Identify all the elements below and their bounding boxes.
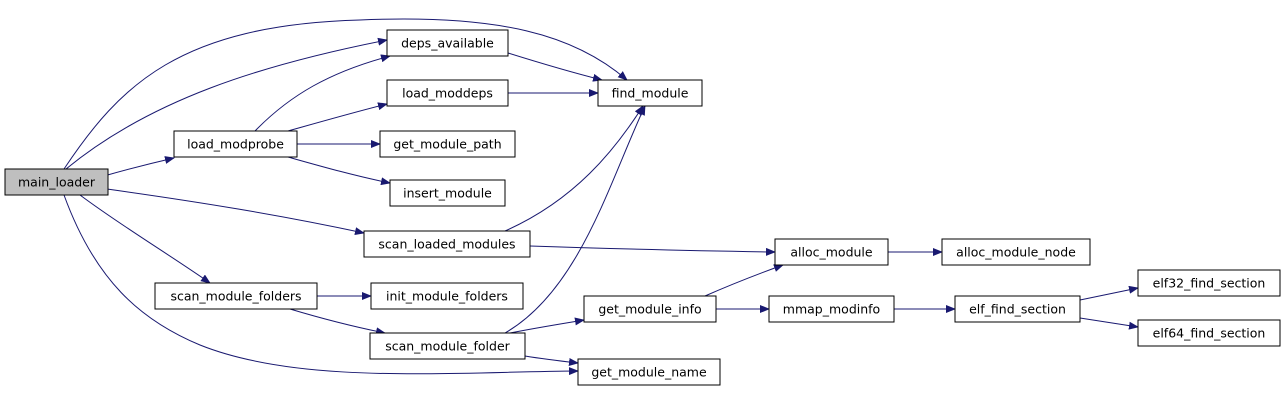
edge-load_modprobe-to-load_moddeps [287, 102, 388, 132]
node-label: find_module [612, 86, 689, 101]
node-label: get_module_name [591, 365, 707, 380]
node-box [577, 358, 721, 386]
node-label: elf_find_section [969, 302, 1066, 317]
node-label: elf64_find_section [1153, 326, 1266, 341]
node-load-modprobe[interactable]: load_modprobe [173, 130, 298, 158]
edge-scan_loaded_modules-to-find_module [504, 105, 644, 232]
edge-scan_module_folder-to-get_module_info [509, 317, 585, 334]
node-box [370, 282, 524, 310]
edge-deps_available-to-find_module [507, 52, 603, 82]
node-box [583, 295, 717, 323]
node-label: mmap_modinfo [783, 302, 880, 317]
node-main-loader[interactable]: main_loader [4, 168, 109, 196]
edge-load_modprobe-to-insert_module [287, 156, 391, 186]
node-get-module-path[interactable]: get_module_path [379, 130, 516, 158]
node-get-module-info[interactable]: get_module_info [583, 295, 717, 323]
node-box [1137, 319, 1281, 347]
node-box [954, 295, 1081, 323]
node-box [774, 238, 889, 266]
node-box [941, 238, 1091, 266]
node-mmap-modinfo[interactable]: mmap_modinfo [768, 295, 895, 323]
node-label: scan_module_folders [170, 289, 301, 304]
node-box [386, 29, 509, 57]
node-box [768, 295, 895, 323]
node-init-module-folders[interactable]: init_module_folders [370, 282, 524, 310]
node-deps-available[interactable]: deps_available [386, 29, 509, 57]
node-box [4, 168, 109, 196]
node-box [379, 130, 516, 158]
node-box [597, 79, 703, 107]
node-insert-module[interactable]: insert_module [389, 179, 506, 207]
edge-main_loader-to-deps_available [65, 37, 388, 170]
node-label: scan_module_folder [385, 339, 510, 354]
node-find-module[interactable]: find_module [597, 79, 703, 107]
node-label: main_loader [18, 175, 96, 190]
node-scan-module-folder[interactable]: scan_module_folder [369, 332, 526, 360]
edge-load_modprobe-to-deps_available [254, 54, 391, 132]
node-label: insert_module [403, 186, 492, 201]
node-load-moddeps[interactable]: load_moddeps [386, 79, 509, 107]
edge-scan_module_folder-to-find_module [504, 105, 646, 334]
node-scan-module-folders[interactable]: scan_module_folders [154, 282, 318, 310]
node-label: alloc_module_node [956, 245, 1076, 260]
edge-get_module_info-to-alloc_module [704, 264, 784, 297]
node-elf32-find-section[interactable]: elf32_find_section [1137, 269, 1281, 297]
edge-main_loader-to-scan_module_folders [79, 194, 211, 284]
node-elf64-find-section[interactable]: elf64_find_section [1137, 319, 1281, 347]
node-label: load_moddeps [402, 86, 493, 101]
edge-scan_loaded_modules-to-alloc_module [529, 245, 776, 256]
node-scan-loaded-modules[interactable]: scan_loaded_modules [363, 230, 531, 258]
node-elf-find-section[interactable]: elf_find_section [954, 295, 1081, 323]
edge-main_loader-to-load_modprobe [103, 156, 175, 177]
edge-main_loader-to-find_module [63, 18, 628, 170]
node-box [154, 282, 318, 310]
node-box [389, 179, 506, 207]
node-box [369, 332, 526, 360]
node-box [363, 230, 531, 258]
node-label: deps_available [401, 36, 494, 51]
node-label: init_module_folders [386, 289, 508, 304]
edge-main_loader-to-scan_loaded_modules [106, 188, 365, 236]
edge-main_loader-to-get_module_name [63, 194, 579, 376]
node-box [1137, 269, 1281, 297]
node-box [386, 79, 509, 107]
node-alloc-module-node[interactable]: alloc_module_node [941, 238, 1091, 266]
node-box [173, 130, 298, 158]
edge-scan_module_folders-to-scan_module_folder [289, 308, 386, 336]
edge-elf_find_section-to-elf64_find_section [1079, 317, 1139, 330]
node-label: elf32_find_section [1153, 276, 1266, 291]
node-label: scan_loaded_modules [378, 237, 515, 252]
node-label: get_module_path [393, 137, 501, 152]
node-label: get_module_info [598, 302, 701, 317]
node-label: load_modprobe [187, 137, 284, 152]
node-get-module-name[interactable]: get_module_name [577, 358, 721, 386]
node-label: alloc_module [790, 245, 873, 260]
edge-elf_find_section-to-elf32_find_section [1079, 285, 1139, 301]
node-alloc-module[interactable]: alloc_module [774, 238, 889, 266]
edge-scan_module_folder-to-get_module_name [524, 355, 579, 366]
